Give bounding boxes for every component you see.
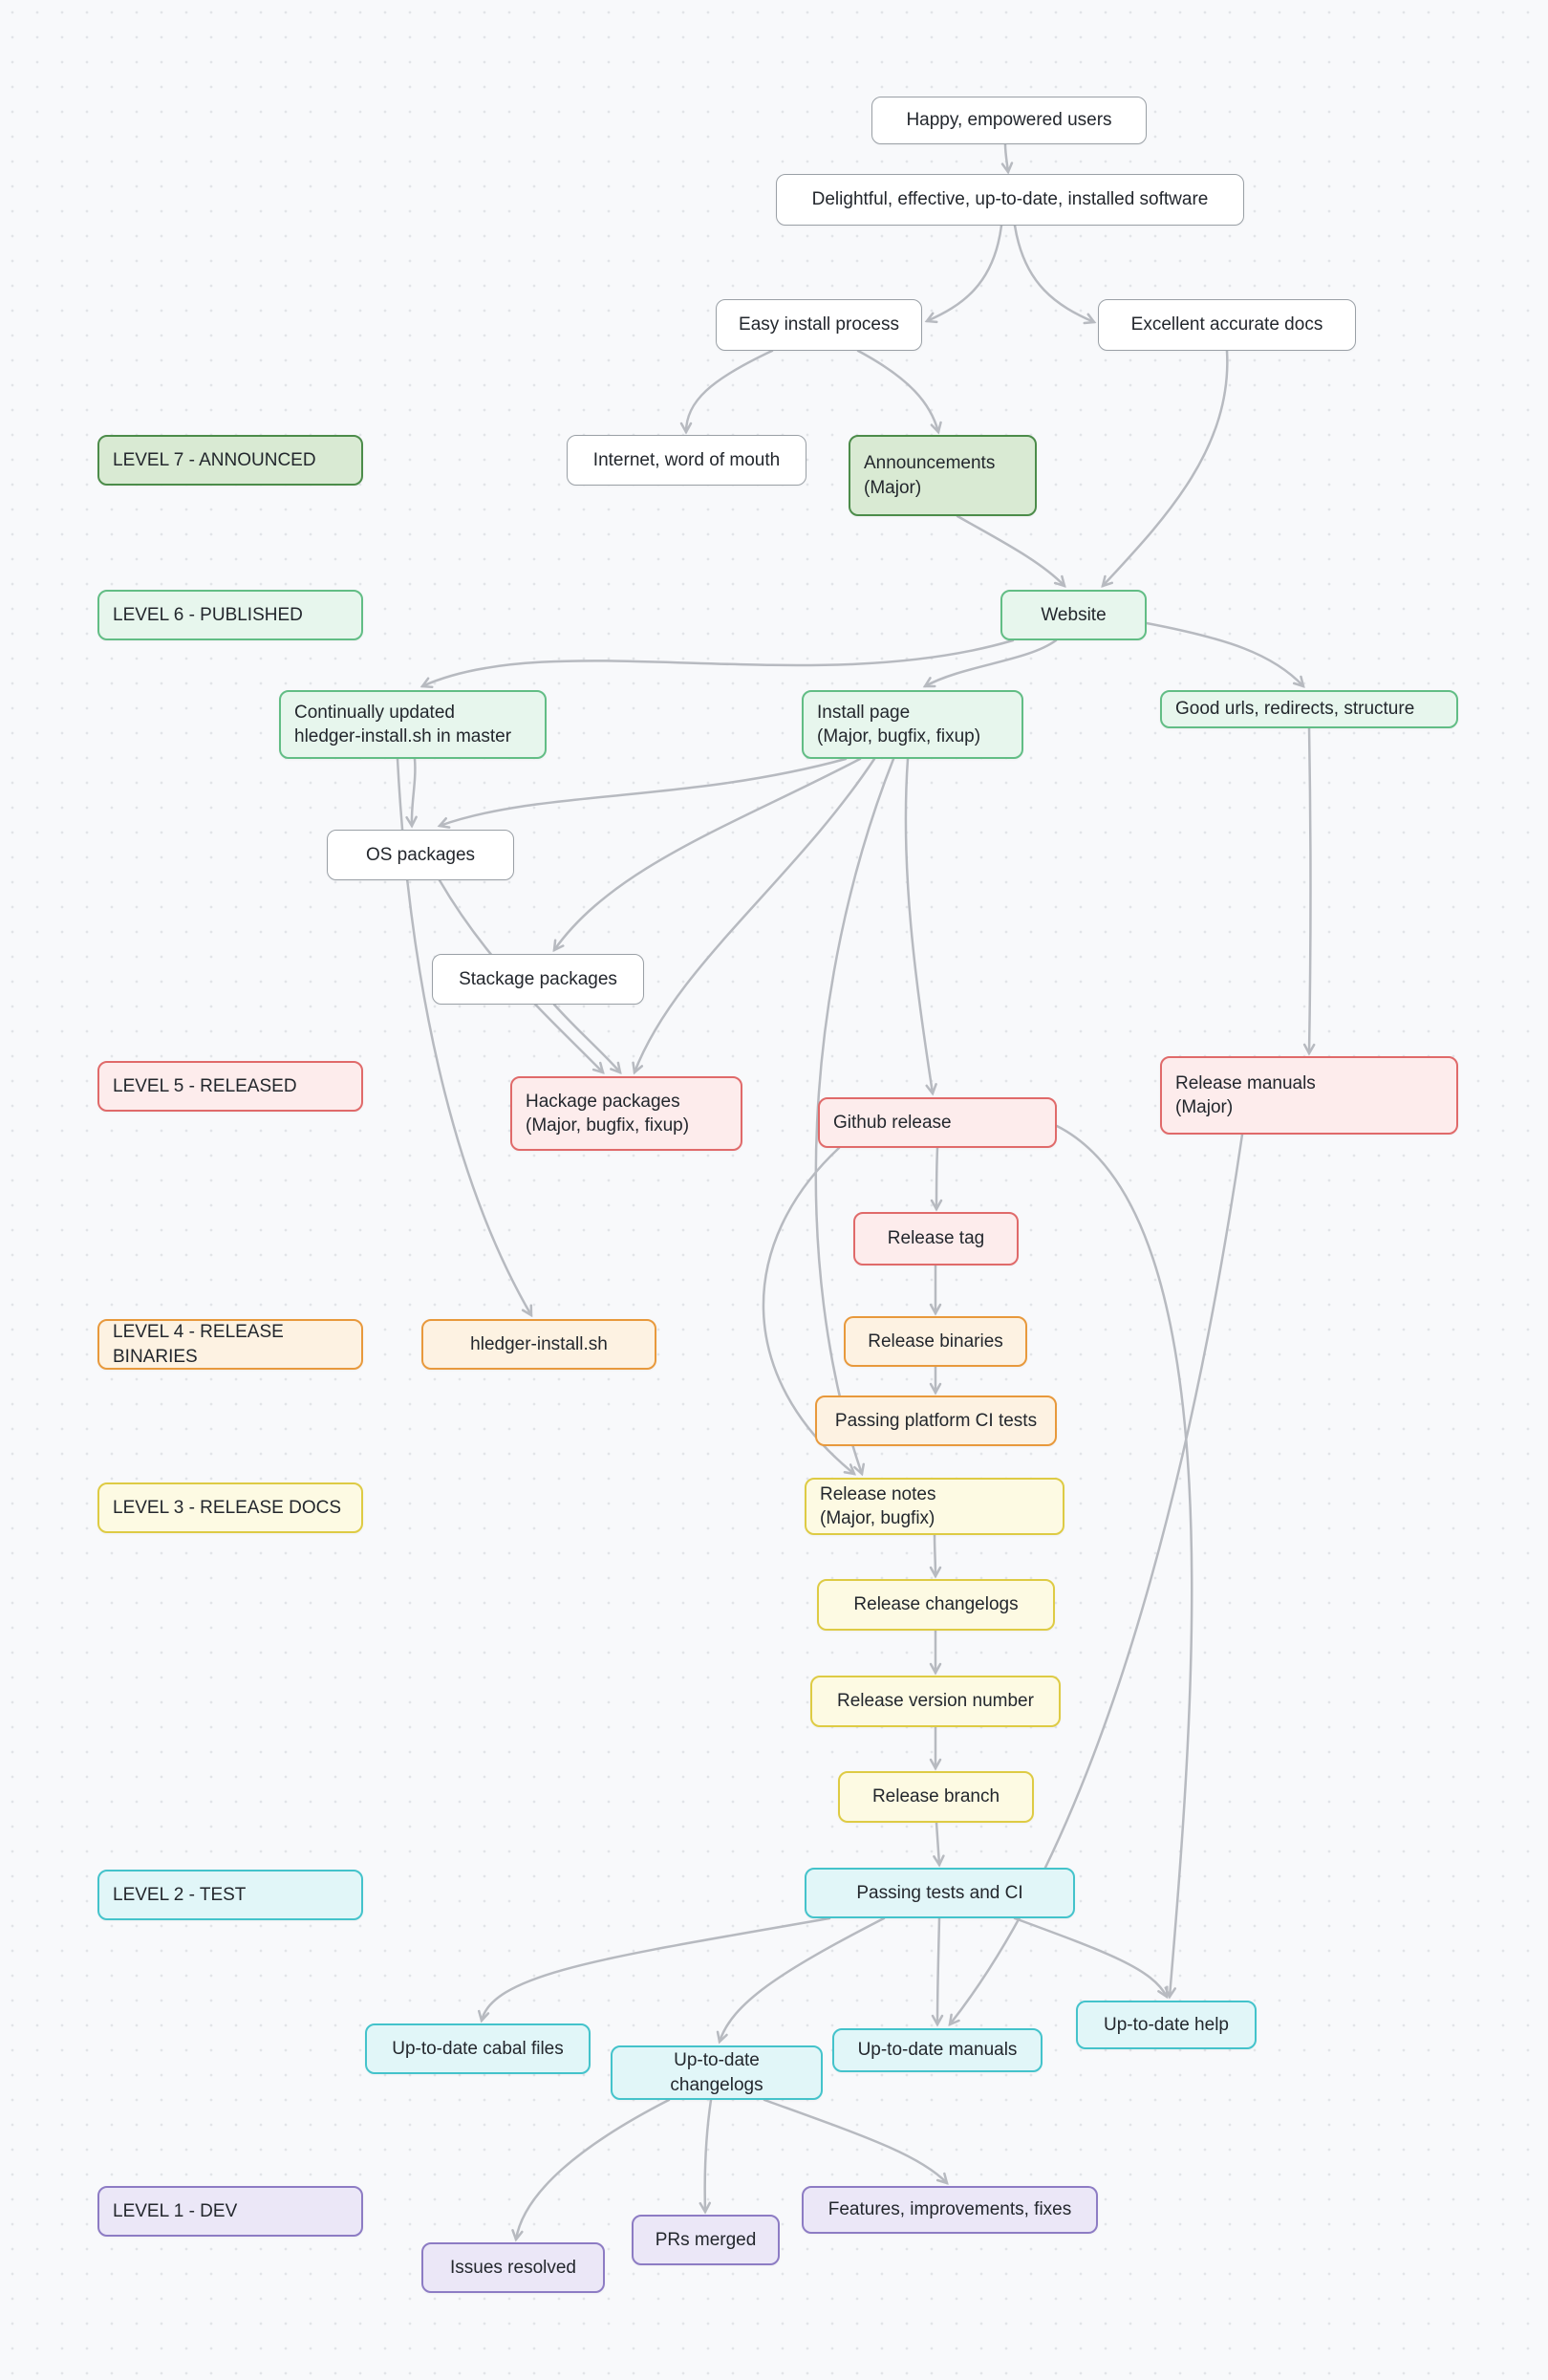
edge-install-page--hackage-packages — [632, 757, 876, 1075]
edge-install-page--github-release — [904, 757, 937, 1096]
edge-continually-updated--os-packages — [405, 757, 418, 829]
node-release-tag: Release tag — [853, 1212, 1019, 1266]
edge-passing-tests-ci--up-to-date-manuals — [931, 1916, 944, 2027]
edge-passing-tests-ci--up-to-date-changelogs — [716, 1916, 886, 2045]
node-features-improvements-fixes: Features, improvements, fixes — [802, 2186, 1098, 2234]
level-3-label: LEVEL 3 - RELEASE DOCS — [97, 1482, 363, 1533]
edge-easy-install--announcements — [856, 349, 942, 435]
node-passing-tests-and-ci: Passing tests and CI — [805, 1868, 1075, 1918]
node-os-packages: OS packages — [327, 830, 514, 880]
edge-install-page--release-notes — [814, 757, 895, 1477]
level-5-label: LEVEL 5 - RELEASED — [97, 1061, 363, 1112]
node-issues-resolved: Issues resolved — [421, 2242, 605, 2293]
node-continually-updated-install-sh: Continually updated hledger-install.sh i… — [279, 690, 547, 759]
node-release-version-number: Release version number — [810, 1676, 1061, 1727]
edge-passing-tests-ci--up-to-date-cabal-files — [478, 1916, 831, 2023]
level-1-label: LEVEL 1 - DEV — [97, 2186, 363, 2237]
node-good-urls: Good urls, redirects, structure — [1160, 690, 1458, 728]
node-up-to-date-help: Up-to-date help — [1076, 2001, 1257, 2049]
edge-website--good-urls — [1145, 621, 1305, 688]
edge-excellent-docs--website — [1101, 349, 1229, 588]
edge-github-release--up-to-date-help — [1055, 1124, 1193, 2000]
level-7-label: LEVEL 7 - ANNOUNCED — [97, 435, 363, 486]
edge-github-release--release-tag — [930, 1146, 943, 1212]
level-2-label: LEVEL 2 - TEST — [97, 1870, 363, 1920]
node-excellent-accurate-docs: Excellent accurate docs — [1098, 299, 1356, 351]
node-release-branch: Release branch — [838, 1771, 1034, 1823]
node-install-page: Install page (Major, bugfix, fixup) — [802, 690, 1023, 759]
node-hledger-install-sh: hledger-install.sh — [421, 1319, 656, 1370]
edge-stackage-packages--hackage-packages — [552, 1003, 622, 1074]
node-release-binaries: Release binaries — [844, 1316, 1027, 1367]
node-easy-install-process: Easy install process — [716, 299, 922, 351]
edge-happy--delightful — [1000, 142, 1014, 175]
edge-website--install-page — [922, 638, 1058, 688]
node-up-to-date-changelogs: Up-to-date changelogs — [611, 2045, 823, 2100]
edge-website--continually-updated — [419, 638, 1015, 689]
node-hackage-packages: Hackage packages (Major, bugfix, fixup) — [510, 1076, 742, 1151]
edge-announcements--website — [956, 514, 1066, 588]
node-passing-platform-ci-tests: Passing platform CI tests — [815, 1396, 1057, 1446]
edge-passing-tests-ci--up-to-date-help — [1013, 1916, 1169, 2000]
edge-delightful--excellent-docs — [1013, 224, 1097, 325]
edge-release-branch--passing-tests-ci — [933, 1821, 945, 1868]
edge-up-to-date-changelogs--prs-merged — [699, 2098, 713, 2215]
edge-good-urls--release-manuals — [1302, 725, 1316, 1056]
node-announcements: Announcements (Major) — [849, 435, 1037, 516]
node-release-changelogs: Release changelogs — [817, 1579, 1055, 1631]
level-4-label: LEVEL 4 - RELEASE BINARIES — [97, 1319, 363, 1370]
edge-up-to-date-changelogs--issues-resolved — [511, 2098, 671, 2242]
node-release-manuals: Release manuals (Major) — [1160, 1056, 1458, 1135]
node-release-notes: Release notes (Major, bugfix) — [805, 1478, 1064, 1535]
node-website: Website — [1000, 590, 1147, 640]
edge-delightful--easy-install — [924, 224, 1003, 324]
node-internet-word-of-mouth: Internet, word of mouth — [567, 435, 806, 486]
node-github-release: Github release — [818, 1097, 1057, 1148]
node-happy-users: Happy, empowered users — [871, 97, 1147, 144]
edge-github-release--release-notes — [762, 1146, 856, 1476]
edge-install-page--os-packages — [437, 757, 848, 829]
node-prs-merged: PRs merged — [632, 2215, 780, 2265]
edge-install-page--stackage-packages — [552, 757, 862, 953]
level-6-label: LEVEL 6 - PUBLISHED — [97, 590, 363, 640]
node-up-to-date-cabal-files: Up-to-date cabal files — [365, 2023, 591, 2074]
node-stackage-packages: Stackage packages — [432, 954, 644, 1005]
node-up-to-date-manuals: Up-to-date manuals — [832, 2028, 1043, 2072]
edge-release-manuals--up-to-date-manuals — [948, 1133, 1244, 2027]
node-delightful-software: Delightful, effective, up-to-date, insta… — [776, 174, 1244, 226]
edge-up-to-date-changelogs--features-improvements-fixes — [763, 2098, 949, 2185]
edge-easy-install--internet-word — [679, 349, 774, 435]
